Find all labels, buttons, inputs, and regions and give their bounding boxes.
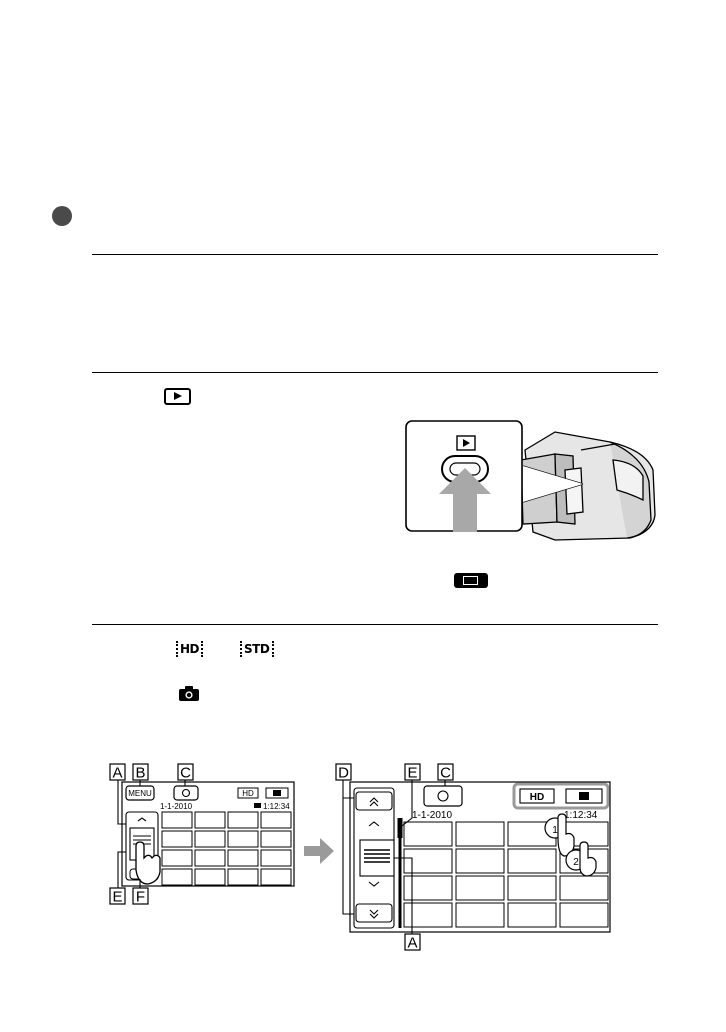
callout-d: D — [338, 765, 349, 782]
camera-icon — [179, 686, 199, 701]
callout-a: A — [407, 935, 417, 952]
step-bullet-icon — [52, 206, 72, 226]
arrow-icon — [304, 838, 334, 864]
left-screen: MENU HD 1-1-2010 1:12:34 A B — [109, 763, 295, 906]
hd-tab-label: HD — [242, 789, 254, 798]
std-icon: STD — [240, 641, 274, 657]
callout-f: F — [136, 889, 145, 906]
section-divider-3 — [92, 624, 658, 625]
index-screen-diagram: .cb { fill:#fff; stroke:#000; stroke-wid… — [109, 763, 611, 952]
time-text: 1:12:34 — [564, 810, 598, 821]
section-divider-2 — [92, 372, 658, 373]
hd-icon: HD — [176, 641, 204, 657]
step-marker-1: 1 — [552, 825, 558, 836]
callout-c: C — [440, 765, 451, 782]
menu-button-label: MENU — [128, 789, 152, 798]
play-icon — [164, 388, 191, 405]
time-text: 1:12:34 — [263, 802, 290, 811]
play-icon — [454, 573, 488, 588]
callout-b: B — [135, 765, 145, 782]
callout-a: A — [112, 765, 122, 782]
callout-e: E — [407, 765, 417, 782]
hd-tab-label: HD — [530, 792, 544, 803]
date-text: 1-1-2010 — [160, 802, 193, 811]
camcorder-illustration — [405, 420, 656, 541]
right-screen: HD 1-1-2010 1:12:34 1 2 D E C A — [335, 763, 611, 952]
callout-c: C — [180, 765, 191, 782]
date-text: 1-1-2010 — [412, 810, 452, 821]
step-marker-2: 2 — [573, 857, 579, 868]
callout-e: E — [112, 889, 122, 906]
section-divider-1 — [92, 254, 658, 255]
